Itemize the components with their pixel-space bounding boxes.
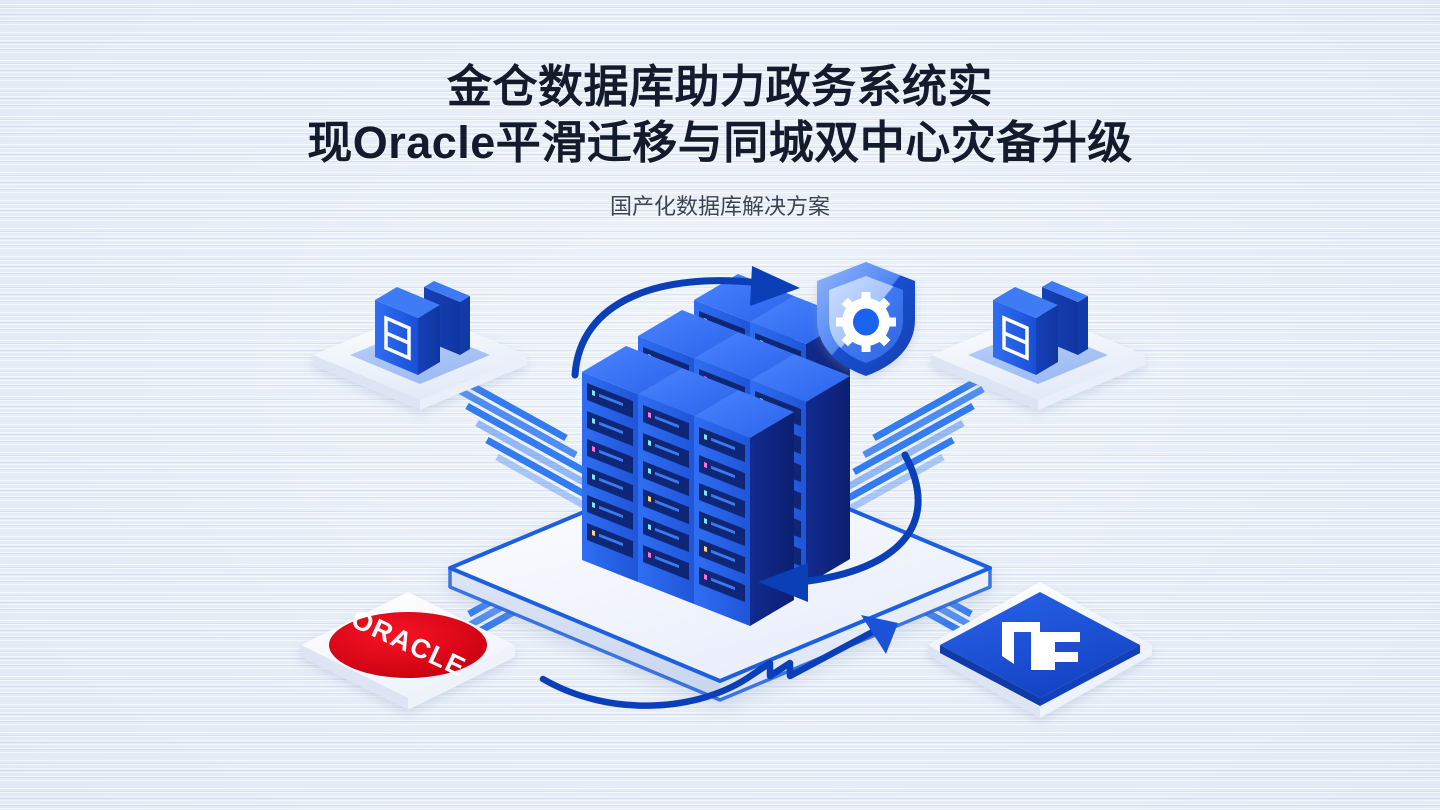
shield-gear-icon [817, 262, 915, 376]
page-subtitle: 国产化数据库解决方案 [609, 194, 830, 219]
kingbase-node [928, 582, 1152, 718]
database-server-icon [375, 281, 470, 375]
data-flow-left-top [445, 368, 618, 527]
arrow-growth-trend [539, 615, 898, 709]
arrow-top-sync [571, 266, 800, 379]
oracle-node: ORACLE [301, 592, 515, 710]
db-node-right [931, 281, 1145, 410]
gear-icon [836, 292, 896, 352]
page-title-line-2: 现Oracle平滑迁移与同城双中心灾备升级 [307, 116, 1133, 168]
page-title-line-1: 金仓数据库助力政务系统实 [446, 61, 993, 112]
server-rack-cluster [582, 274, 850, 626]
arrow-bottom-sync [758, 451, 922, 602]
slide-header: 金仓数据库助力政务系统实 现Oracle平滑迁移与同城双中心灾备升级 国产化数据… [0, 0, 1440, 221]
db-node-left [313, 281, 527, 410]
server-rack [694, 390, 794, 626]
kingbase-logo-icon [940, 592, 1140, 706]
security-shield [817, 262, 915, 376]
database-server-icon [993, 281, 1088, 375]
